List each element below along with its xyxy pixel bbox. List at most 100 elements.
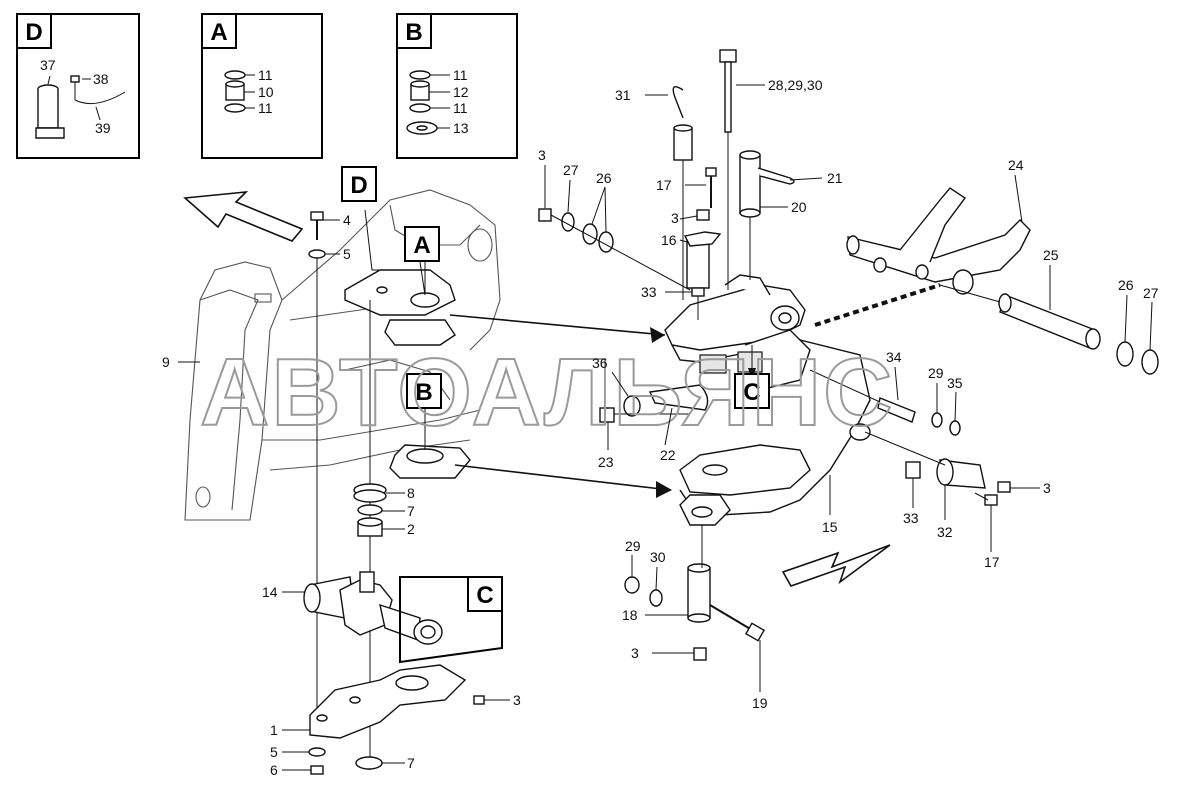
label-39: 39 bbox=[95, 120, 111, 136]
detail-box-a: A 11 10 11 bbox=[201, 13, 323, 159]
clip-21-drawing bbox=[757, 167, 795, 185]
label-23: 23 bbox=[598, 454, 614, 470]
label-4: 4 bbox=[343, 212, 351, 228]
callout-a-letter: A bbox=[413, 232, 430, 259]
label-16: 16 bbox=[661, 232, 677, 248]
label-7-mid: 7 bbox=[407, 503, 415, 519]
label-5-bottom: 5 bbox=[270, 744, 278, 760]
direction-arrow-right-icon bbox=[781, 544, 891, 587]
callout-arrow-a-head-icon bbox=[650, 327, 665, 343]
bolt-19-drawing bbox=[709, 604, 766, 642]
label-27-upper: 27 bbox=[563, 162, 579, 178]
wire-39-drawing bbox=[74, 91, 126, 105]
label-a-10: 10 bbox=[258, 84, 274, 100]
label-28-29-30: 28,29,30 bbox=[768, 77, 823, 93]
label-3-lower-left: 3 bbox=[513, 692, 521, 708]
steering-cylinder-drawing bbox=[303, 571, 443, 645]
washer-36-drawing bbox=[623, 395, 641, 417]
label-14: 14 bbox=[262, 584, 278, 600]
pin-37-drawing bbox=[35, 84, 65, 139]
pin-32-drawing bbox=[936, 458, 986, 489]
axle-24-drawing bbox=[846, 187, 1031, 295]
bolt-17-right-drawing bbox=[974, 492, 998, 506]
washer-26-upper-a-drawing bbox=[582, 223, 598, 245]
detail-box-c-letter: C bbox=[476, 582, 493, 609]
callout-b-letter: B bbox=[415, 379, 432, 406]
label-3-pin: 3 bbox=[671, 210, 679, 226]
label-b-13: 13 bbox=[453, 120, 469, 136]
bolt-4-drawing bbox=[310, 211, 324, 240]
callout-a: A bbox=[404, 226, 440, 262]
label-3-upper: 3 bbox=[538, 147, 546, 163]
label-31: 31 bbox=[615, 87, 631, 103]
pin-31-drawing bbox=[672, 86, 693, 300]
lower-bracket-drawing bbox=[389, 444, 471, 479]
label-18: 18 bbox=[622, 607, 638, 623]
label-37: 37 bbox=[40, 57, 56, 73]
pin-34-drawing bbox=[877, 397, 916, 423]
label-9: 9 bbox=[162, 354, 170, 370]
nipple-3-right-drawing bbox=[997, 481, 1011, 493]
label-19: 19 bbox=[752, 695, 768, 711]
hose-dashed-drawing bbox=[814, 283, 941, 327]
label-17-upper: 17 bbox=[656, 177, 672, 193]
label-a-11-bottom: 11 bbox=[258, 100, 273, 116]
label-6: 6 bbox=[270, 762, 278, 778]
nipple-3-upper-drawing bbox=[538, 208, 552, 222]
label-29-lower: 29 bbox=[625, 538, 641, 554]
pin-18-drawing bbox=[687, 563, 711, 623]
watermark: АВТОАЛЬЯНС bbox=[200, 339, 894, 446]
label-a-11-top: 11 bbox=[258, 67, 273, 83]
callout-d: D bbox=[341, 166, 377, 202]
label-38: 38 bbox=[93, 71, 109, 87]
pin-16-drawing bbox=[683, 231, 722, 320]
label-3-lower: 3 bbox=[631, 645, 639, 661]
washer-5b-drawing bbox=[308, 747, 326, 757]
label-5-top: 5 bbox=[343, 246, 351, 262]
washer-30-drawing bbox=[649, 589, 663, 607]
pin-35-drawing bbox=[949, 420, 961, 436]
callout-arrow-b-head-icon bbox=[656, 481, 672, 498]
washer-27-upper-drawing bbox=[561, 212, 575, 232]
label-29-right: 29 bbox=[928, 365, 944, 381]
label-36: 36 bbox=[592, 355, 608, 371]
direction-arrow-left-icon bbox=[183, 190, 304, 242]
detail-box-a-letter: A bbox=[210, 19, 227, 46]
label-26-right: 26 bbox=[1118, 277, 1134, 293]
upper-bracket-drawing bbox=[344, 269, 456, 346]
label-32: 32 bbox=[937, 524, 953, 540]
bushing-33-right-drawing bbox=[905, 461, 921, 479]
label-24: 24 bbox=[1008, 157, 1024, 173]
washer-5-drawing bbox=[308, 249, 326, 259]
detail-box-d-letter: D bbox=[25, 19, 42, 46]
callout-arrow-b bbox=[454, 464, 671, 491]
label-27-right: 27 bbox=[1143, 285, 1159, 301]
label-8: 8 bbox=[407, 485, 415, 501]
label-7-bottom: 7 bbox=[407, 755, 415, 771]
washer-29-right-drawing bbox=[931, 412, 943, 428]
callout-b: B bbox=[406, 373, 442, 409]
pin-22-drawing bbox=[648, 384, 709, 411]
bushing-stack-drawing bbox=[353, 483, 387, 537]
label-2: 2 bbox=[407, 521, 415, 537]
callout-arrow-a bbox=[449, 314, 666, 336]
label-20: 20 bbox=[791, 199, 807, 215]
lower-arm-drawing bbox=[309, 664, 485, 739]
label-30: 30 bbox=[650, 549, 666, 565]
label-b-12: 12 bbox=[453, 84, 469, 100]
shaft-25-drawing bbox=[998, 293, 1101, 350]
label-26-upper: 26 bbox=[596, 170, 612, 186]
label-21: 21 bbox=[827, 170, 843, 186]
label-25: 25 bbox=[1043, 247, 1059, 263]
label-33-right: 33 bbox=[903, 510, 919, 526]
washer-27-right-drawing bbox=[1141, 349, 1159, 375]
bolt-38-drawing bbox=[70, 75, 80, 100]
label-22: 22 bbox=[660, 447, 676, 463]
callout-d-pointer bbox=[364, 209, 382, 271]
washer-29-lower-drawing bbox=[624, 576, 640, 594]
label-33-upper: 33 bbox=[641, 284, 657, 300]
detail-box-b-letter: B bbox=[405, 19, 422, 46]
detail-box-c: C bbox=[399, 576, 503, 664]
steering-knuckle-drawing bbox=[664, 274, 871, 526]
callout-c: C bbox=[734, 373, 770, 409]
